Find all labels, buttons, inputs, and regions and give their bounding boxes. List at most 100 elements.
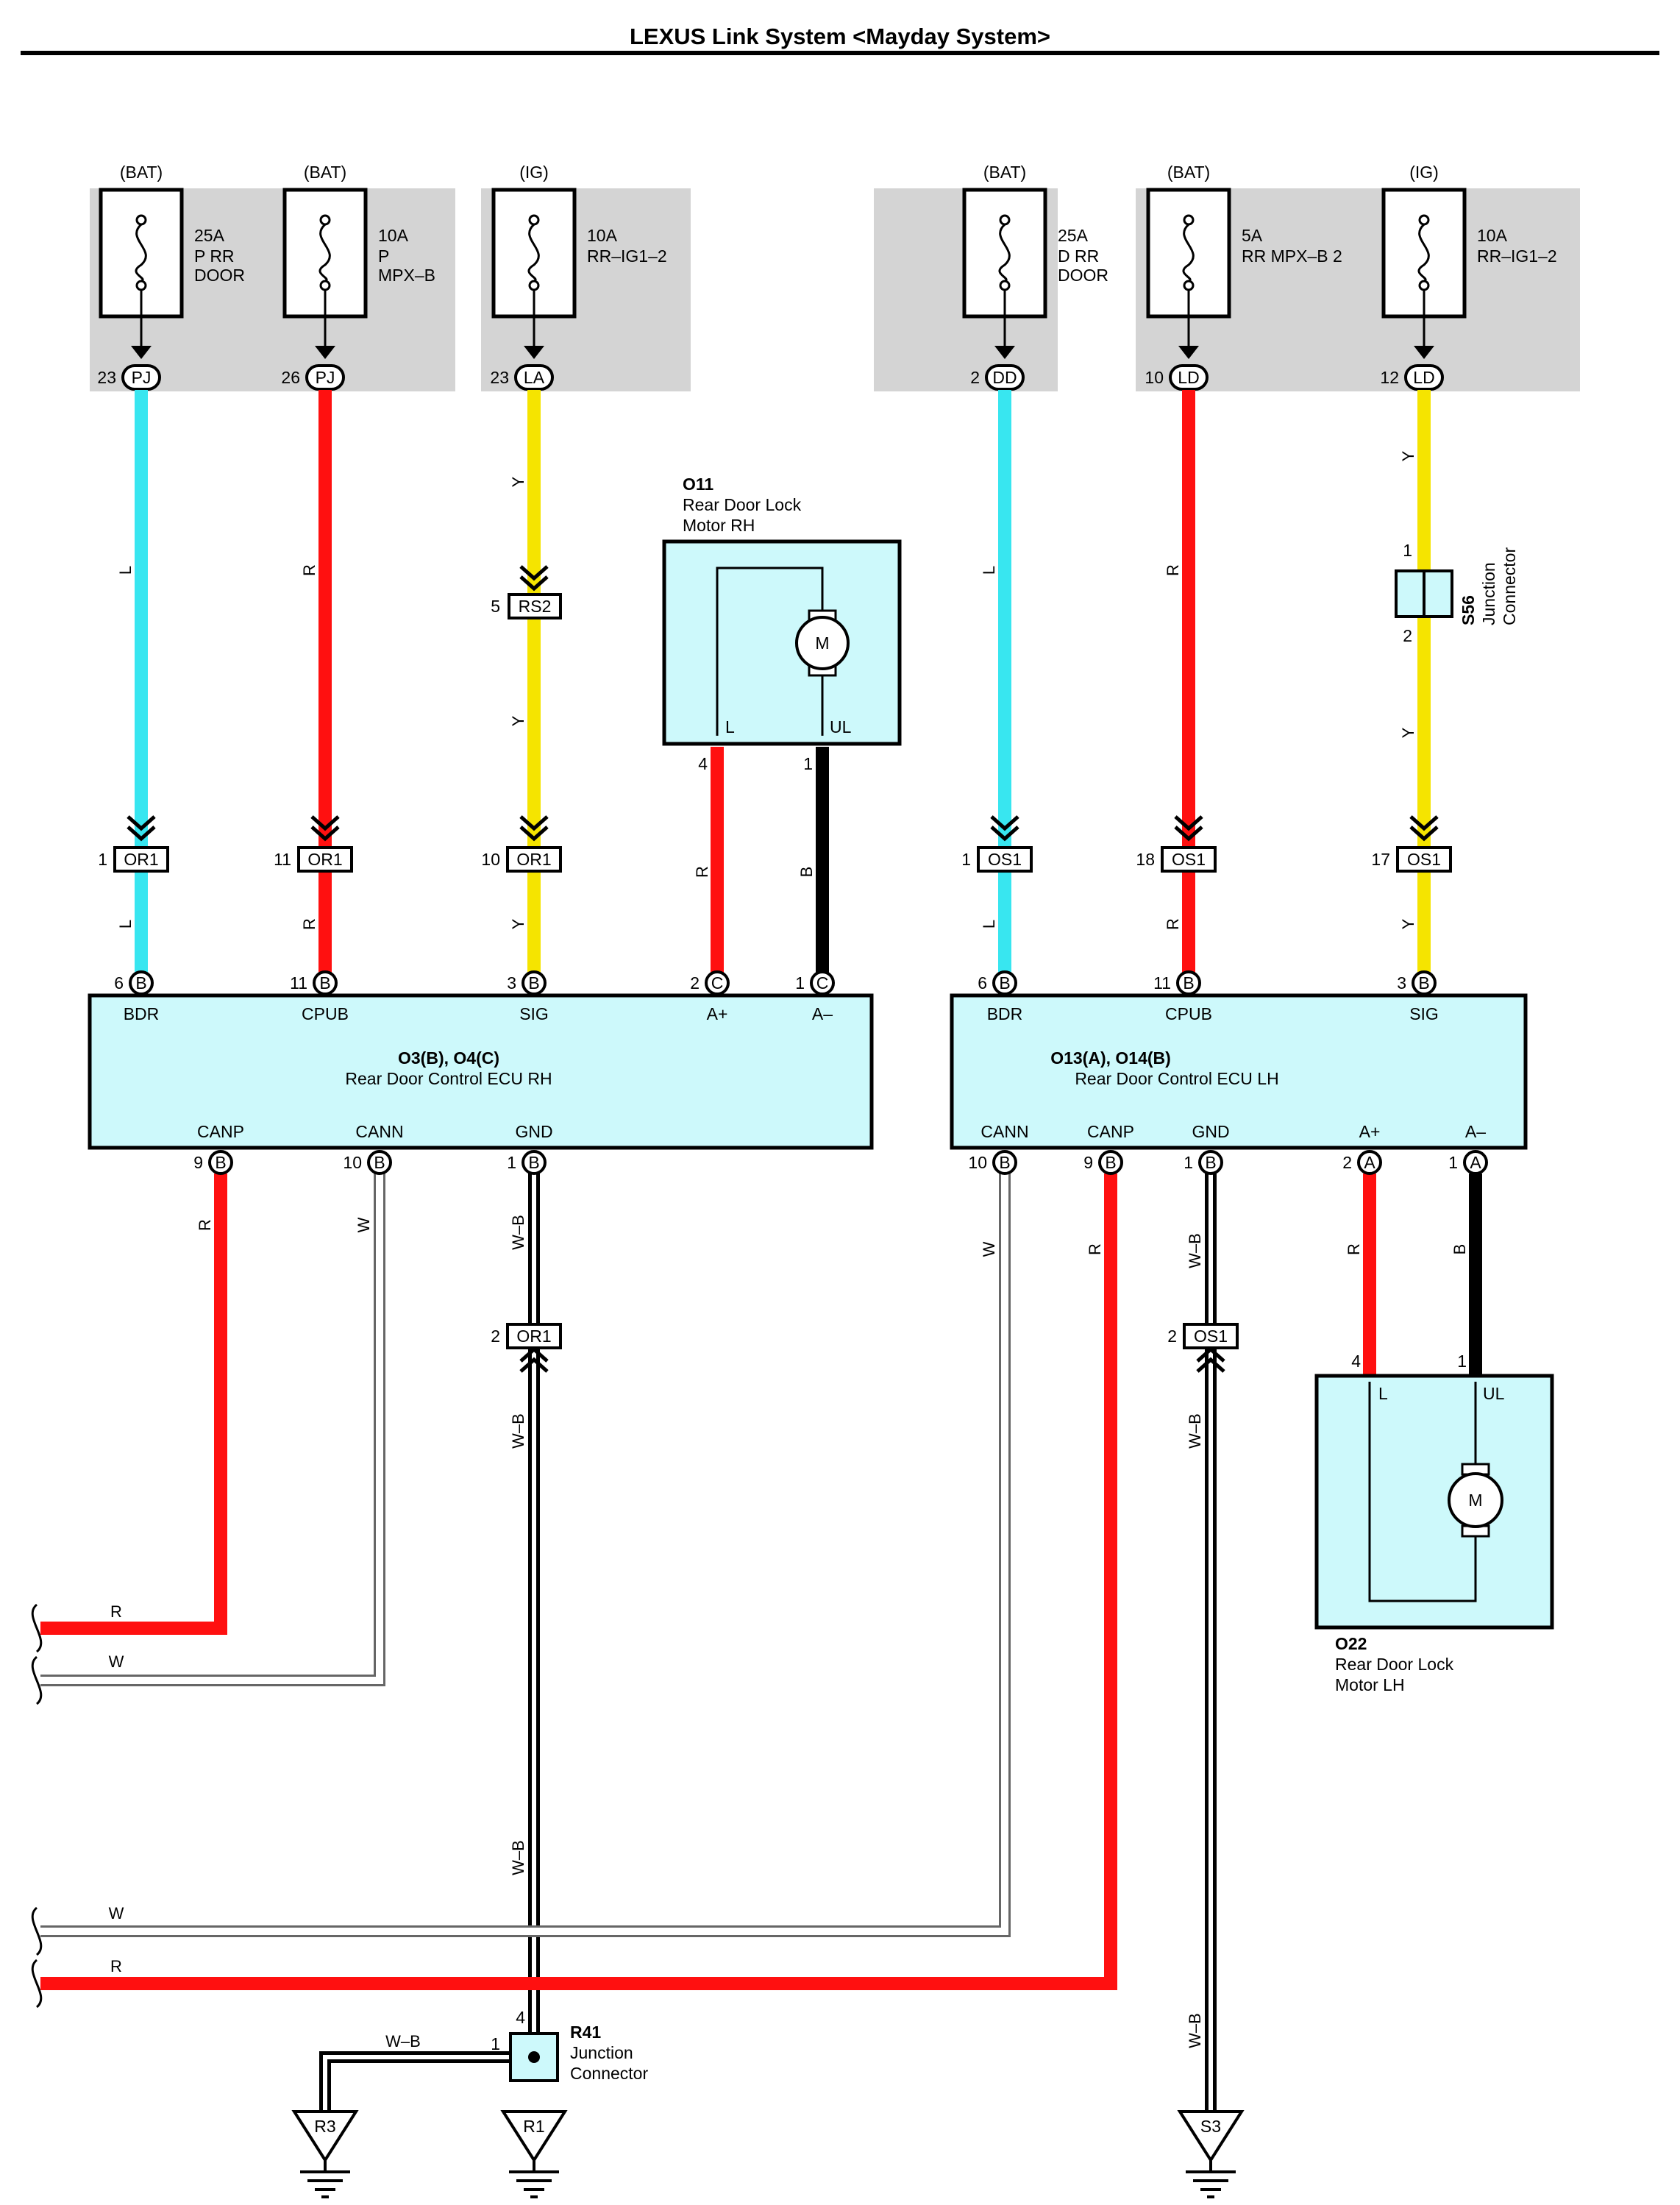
motor-rh-circuit [716, 567, 824, 736]
plug-arrow-icon [990, 815, 1019, 842]
fuse-connector [1404, 364, 1444, 391]
fuse-connector-pin: 26 [281, 368, 300, 387]
ecu-pin-number: 6 [114, 973, 124, 993]
ecu-pin-circle [1463, 1150, 1488, 1175]
motor-rh-term-l: L [725, 717, 735, 736]
r41-line1: Junction [570, 2043, 633, 2062]
wire-r-canp-rh [40, 1173, 227, 1635]
ground-triangle-icon [291, 2110, 359, 2163]
s56-pin-bottom: 2 [1403, 626, 1412, 645]
inline-connector-label: OS1 [1407, 850, 1441, 869]
ecu-pin-label: A– [1465, 1122, 1486, 1141]
s56-pin-top: 1 [1403, 541, 1412, 560]
wire-color-label: R [1164, 564, 1182, 576]
ground-triangle-icon [500, 2110, 568, 2163]
fuse-connector [121, 364, 161, 391]
ecu-pin-label: GND [1192, 1122, 1229, 1141]
fuse-element-icon [135, 223, 147, 283]
wire-wb-r3 [319, 2051, 510, 2119]
fuse-terminal-top [319, 214, 331, 226]
ecu-pin-label: A+ [1359, 1122, 1381, 1141]
motor-lh-name-1: Rear Door Lock [1335, 1655, 1454, 1674]
fuse-source: (IG) [1409, 163, 1439, 182]
ecu-rh-body [88, 993, 874, 1150]
ecu-pin-circle [522, 970, 547, 995]
fuse-connector [514, 364, 554, 391]
motor-lh-id: O22 [1335, 1634, 1367, 1653]
wire-color-label: R [1086, 1243, 1104, 1255]
ecu-pin-number: 9 [1083, 1153, 1093, 1172]
wire-color-label: R [1345, 1243, 1363, 1255]
wire-color-label: W–B [1186, 1233, 1204, 1268]
motor-lh-pin-ul: 1 [1457, 1352, 1467, 1371]
ecu-pin-label: GND [515, 1122, 552, 1141]
ecu-pin-connector: A [1364, 1153, 1375, 1172]
ecu-rh-pin-a+: C2A+ [690, 970, 730, 1023]
ecu-pin-label: SIG [1409, 1004, 1439, 1023]
r41-id: R41 [570, 2023, 601, 2042]
ecu-pin-connector: A [1470, 1153, 1481, 1172]
rs2-plug-arrow-icon [519, 565, 549, 592]
wire-color-label: R [693, 866, 711, 878]
rs2-connector: RS2 5 [491, 593, 562, 619]
ground-label: R1 [523, 2117, 544, 2136]
fuse-terminal-bottom [528, 280, 540, 291]
fuse-connector-pin: 10 [1145, 368, 1164, 387]
wire-color-label: R [110, 1957, 122, 1975]
ground-s3: S3 [1177, 2110, 1245, 2198]
motor-lh-o22: M L UL 4 1 O22 Rear Door Lock Motor LH [1314, 1352, 1554, 1694]
s56-line1: Junction [1479, 562, 1498, 625]
wire-color-label: W–B [1186, 1413, 1204, 1449]
fuse-name-line: D RR [1058, 246, 1099, 266]
s56-junction: 1 2 S56 Junction Connector [1395, 541, 1519, 645]
fuse-terminal-top [1418, 214, 1430, 226]
wire-color-label: W [109, 1652, 124, 1671]
ecu-pin-number: 11 [1153, 973, 1171, 993]
fuse-connector-label: LD [1413, 368, 1434, 387]
wire-color-label: Y [509, 476, 527, 487]
ecu-pin-circle [992, 1150, 1017, 1175]
wire-break-icon [31, 1906, 43, 1956]
rs2-pin: 5 [491, 597, 500, 616]
inline-connector-pin: 2 [491, 1327, 500, 1346]
wire-color-label: W–B [509, 1215, 527, 1250]
inline-connector-box [506, 1323, 562, 1349]
fuse-terminal-top [1183, 214, 1195, 226]
ecu-pin-number: 6 [978, 973, 987, 993]
ecu-lh-body [950, 993, 1528, 1150]
fuse-connector [1169, 364, 1209, 391]
s56-line2: Connector [1500, 547, 1519, 625]
motor-rh-name-2: Motor RH [683, 516, 755, 535]
fuse-arrow-icon [1414, 346, 1434, 359]
ground-triangle-icon [1177, 2110, 1245, 2163]
ecu-pin-connector: C [816, 973, 829, 993]
page-title: LEXUS Link System <Mayday System> [630, 24, 1050, 49]
wire-color-label: W–B [385, 2032, 421, 2050]
inline-connector-label: OR1 [307, 850, 342, 869]
ecu-pin-connector: B [374, 1153, 385, 1172]
fuse-connector-label: LD [1178, 368, 1199, 387]
plug-arrow-icon [310, 815, 340, 842]
ecu-pin-connector: B [1418, 973, 1429, 993]
wire-color-label: L [116, 920, 135, 928]
ecu-pin-label: CANP [1087, 1122, 1134, 1141]
fuse-terminal-top [135, 214, 147, 226]
ground-r1: R1 [500, 2110, 568, 2198]
wire-w-cann-rh-core [40, 1173, 383, 1684]
plug-arrow-icon [127, 815, 156, 842]
inline-connector-box [113, 846, 169, 873]
ecu-pin-circle [1198, 1150, 1223, 1175]
inline-connector-box [1396, 846, 1452, 873]
